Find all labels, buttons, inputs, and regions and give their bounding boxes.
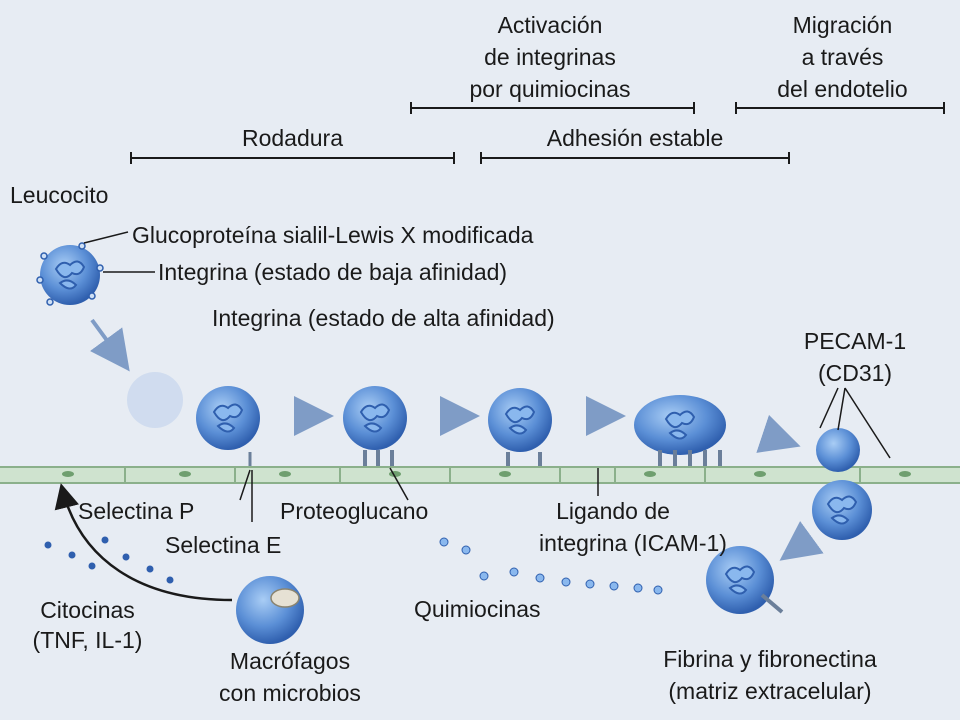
macrophages-label-line2: con microbios: [219, 680, 361, 706]
matrix-label-line2: (matriz extracelular): [668, 678, 872, 704]
phase-migration-bar: [735, 102, 945, 114]
phase-activation-bar: [410, 102, 695, 114]
leukocyte-cell: [36, 242, 104, 306]
macrophages-label-line1: Macrófagos: [229, 648, 351, 674]
cytokines-label-line1: Citocinas: [40, 597, 135, 623]
phase-rolling-label: Rodadura: [241, 125, 344, 151]
pecam-label-line2: (CD31): [817, 360, 893, 386]
phase-activation-line3: por quimiocinas: [469, 76, 631, 102]
macrophage-cell: [236, 576, 304, 644]
integrin-high-label: Integrina (estado de alta afinidad): [212, 305, 555, 331]
ligand-label-line1: Ligando de: [556, 498, 670, 524]
selectin-e-label: Selectina E: [165, 532, 282, 558]
integrin-low-label: Integrina (estado de baja afinidad): [158, 259, 508, 285]
ligand-label-line2: integrina (ICAM-1): [539, 530, 727, 556]
phase-activation-line2: de integrinas: [484, 44, 616, 70]
pecam-label-line1: PECAM-1: [803, 328, 907, 354]
rolling-cell-2: [343, 386, 407, 466]
phase-adhesion-bar: [480, 152, 790, 164]
ghost-leukocyte: [127, 372, 183, 428]
selectin-p-label: Selectina P: [78, 498, 195, 524]
glycoprotein-label: Glucoproteína sialil-Lewis X modificada: [132, 222, 534, 248]
leukocyte-label: Leucocito: [10, 182, 109, 208]
phase-adhesion-label: Adhesión estable: [546, 125, 724, 151]
cytokines-label-line2: (TNF, IL-1): [32, 627, 143, 653]
rolling-cell-1: [196, 386, 260, 466]
matrix-label-line1: Fibrina y fibronectina: [663, 646, 877, 672]
phase-activation-line1: Activación: [497, 12, 603, 38]
phase-migration-line2: a través: [801, 44, 884, 70]
endothelium: [0, 466, 960, 484]
phase-migration-line3: del endotelio: [777, 76, 908, 102]
chemokines-label: Quimiocinas: [414, 596, 541, 622]
flattened-cell: [634, 395, 726, 466]
proteoglycan-label: Proteoglucano: [280, 498, 429, 524]
extravasated-cell: [706, 546, 784, 614]
phase-migration-line1: Migración: [792, 12, 893, 38]
migrating-cell: [812, 428, 872, 540]
phase-rolling-bar: [130, 152, 455, 164]
adhering-cell: [488, 388, 552, 466]
